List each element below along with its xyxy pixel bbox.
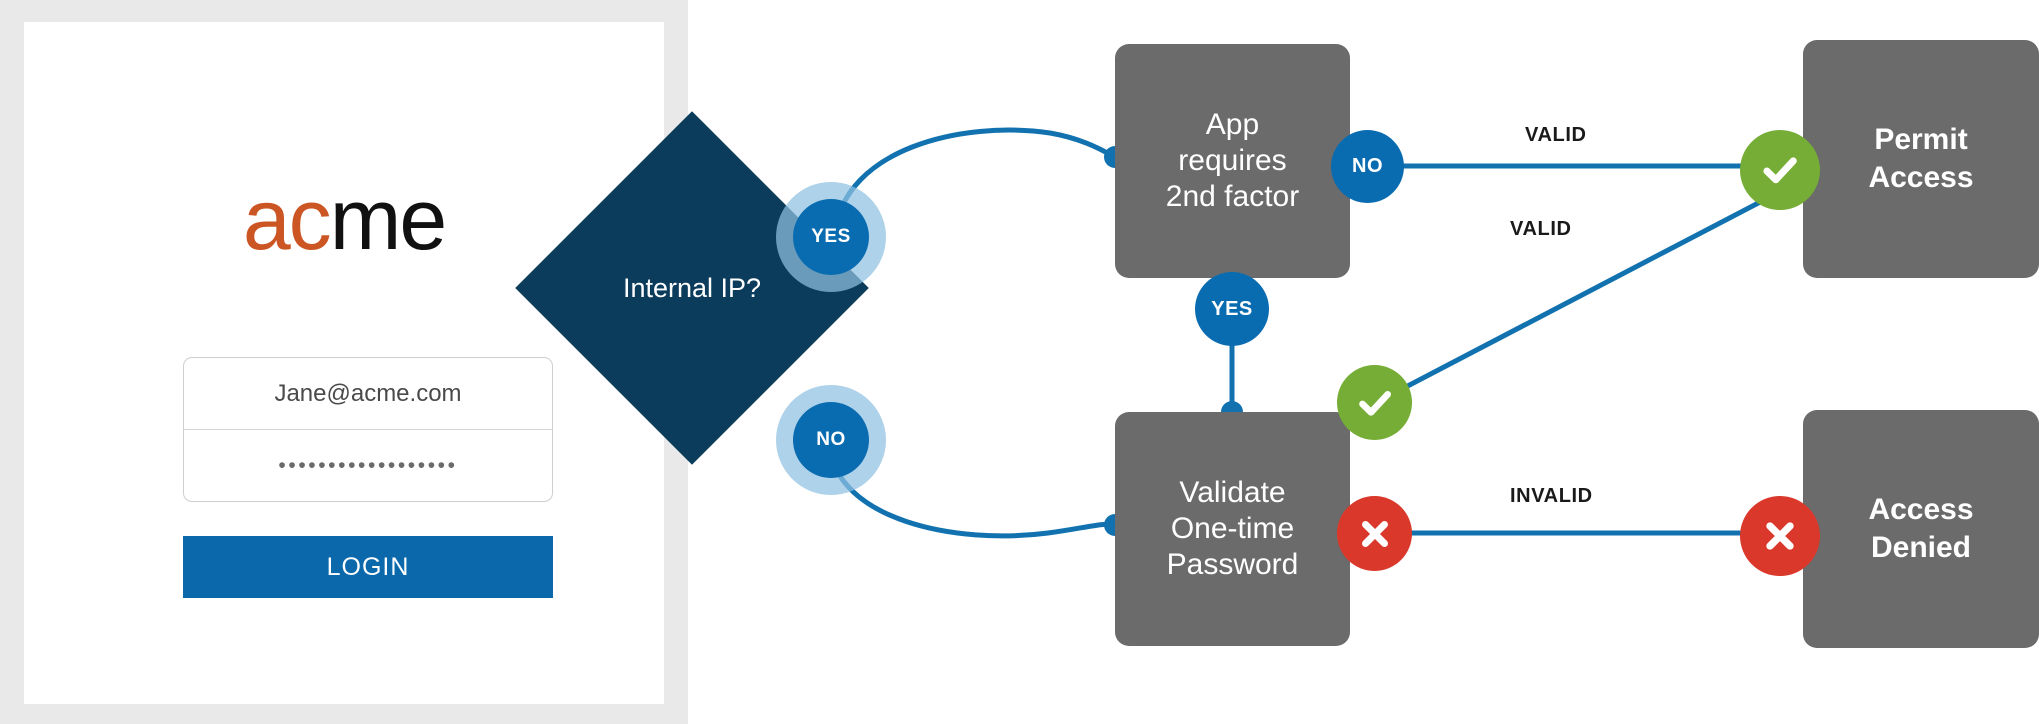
edge-label-valid-mid: VALID: [1510, 218, 1572, 240]
node-validate-line-3: Password: [1166, 548, 1299, 581]
node-permit-access[interactable]: Permit Access: [1803, 40, 2039, 278]
password-value: ••••••••••••••••••: [278, 454, 458, 477]
node-app-2fa-line-2: requires: [1178, 144, 1287, 177]
login-button-label: LOGIN: [326, 552, 410, 581]
yes-branch-badge[interactable]: YES: [793, 199, 869, 275]
node-app-2fa-label: App requires 2nd factor: [1166, 107, 1299, 215]
node-app-2fa-line-3: 2nd factor: [1165, 180, 1300, 213]
check-icon: [1740, 130, 1820, 210]
node-access-denied[interactable]: Access Denied: [1803, 410, 2039, 648]
node-permit-line-2: Access: [1868, 161, 1974, 194]
edge-yes-to-app-2fa: [832, 127, 1117, 233]
app-2fa-no-label: NO: [1352, 155, 1383, 177]
edge-label-valid-top: VALID: [1525, 124, 1587, 146]
x-icon: [1740, 496, 1820, 576]
node-denied-line-1: Access: [1868, 493, 1974, 526]
yes-branch-label: YES: [811, 226, 851, 247]
credentials-box: Jane@acme.com ••••••••••••••••••: [183, 357, 553, 502]
app-2fa-yes-label: YES: [1211, 297, 1253, 320]
no-branch-label: NO: [816, 429, 846, 450]
edge-valid-mid-to-permit: [1398, 185, 1789, 393]
node-denied-line-2: Denied: [1870, 531, 1972, 564]
node-validate-line-2: One-time: [1170, 512, 1295, 545]
login-button[interactable]: LOGIN: [183, 536, 553, 598]
node-permit-label: Permit Access: [1868, 121, 1973, 197]
login-card: acme Jane@acme.com •••••••••••••••••• LO…: [24, 22, 664, 704]
email-value: Jane@acme.com: [274, 379, 462, 407]
email-field[interactable]: Jane@acme.com: [184, 358, 552, 430]
acme-logo: acme: [24, 177, 664, 263]
node-validate-one-time-password[interactable]: Validate One-time Password: [1115, 412, 1350, 646]
login-panel: acme Jane@acme.com •••••••••••••••••• LO…: [0, 0, 688, 724]
edge-label-invalid: INVALID: [1510, 485, 1593, 507]
node-denied-label: Access Denied: [1868, 491, 1973, 567]
no-branch-badge[interactable]: NO: [793, 402, 869, 478]
app-2fa-yes-badge[interactable]: YES: [1195, 272, 1269, 346]
x-icon: [1337, 496, 1412, 571]
logo-text-ac: ac: [242, 172, 332, 268]
node-permit-line-1: Permit: [1874, 123, 1968, 156]
password-field[interactable]: ••••••••••••••••••: [184, 430, 552, 501]
node-validate-label: Validate One-time Password: [1167, 475, 1299, 583]
node-validate-line-1: Validate: [1179, 476, 1286, 509]
app-2fa-no-badge[interactable]: NO: [1331, 130, 1404, 203]
check-icon: [1337, 365, 1412, 440]
logo-text-me: me: [329, 172, 447, 268]
node-app-2fa-line-1: App: [1205, 108, 1260, 141]
node-app-requires-2nd-factor[interactable]: App requires 2nd factor: [1115, 44, 1350, 278]
